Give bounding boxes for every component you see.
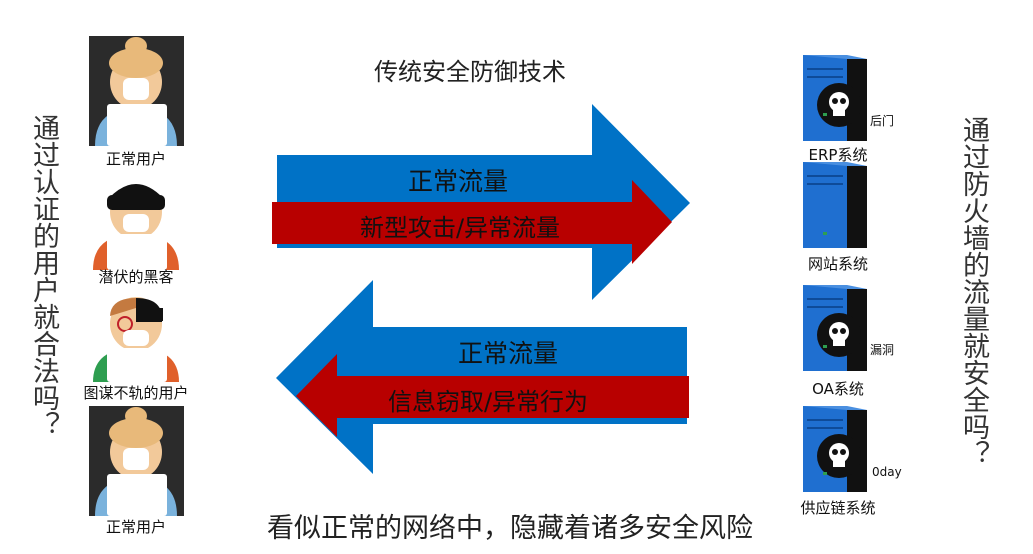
normal-user-icon xyxy=(89,406,184,516)
server-icon xyxy=(803,162,867,248)
system-label: 网站系统 xyxy=(807,255,868,273)
inbound-attack-label: 新型攻击/异常流量 xyxy=(359,214,561,242)
system-label: 供应链系统 xyxy=(800,499,876,517)
masked-hacker-icon xyxy=(89,170,184,270)
system-label: ERP系统 xyxy=(808,146,868,164)
normal-user-icon xyxy=(89,36,184,146)
user-label: 正常用户 xyxy=(105,150,166,168)
server-icon xyxy=(803,406,867,492)
half-masked-user-icon xyxy=(89,286,184,382)
bottom-caption: 看似正常的网络中，隐藏着诸多安全风险 xyxy=(267,513,753,544)
inbound-attack-arrow xyxy=(272,180,672,264)
threat-tag: 后门 xyxy=(870,114,895,128)
outbound-attack-label: 信息窃取/异常行为 xyxy=(387,388,589,416)
server-icon xyxy=(803,285,867,371)
threat-tag: 漏洞 xyxy=(870,343,895,357)
outbound-attack-arrow xyxy=(296,354,689,437)
threat-tag: 0day xyxy=(872,465,902,479)
user-label: 正常用户 xyxy=(105,518,166,536)
user-label: 图谋不轨的用户 xyxy=(83,384,189,402)
left-question: 通过认证的用户就合法吗？ xyxy=(28,114,59,438)
right-question: 通过防火墙的流量就安全吗？ xyxy=(958,115,989,467)
center-title: 传统安全防御技术 xyxy=(374,58,566,86)
user-label: 潜伏的黑客 xyxy=(98,268,174,286)
server-icon xyxy=(803,55,867,141)
outbound-normal-label: 正常流量 xyxy=(457,339,558,368)
inbound-normal-label: 正常流量 xyxy=(407,167,508,196)
system-label: OA系统 xyxy=(812,380,864,398)
